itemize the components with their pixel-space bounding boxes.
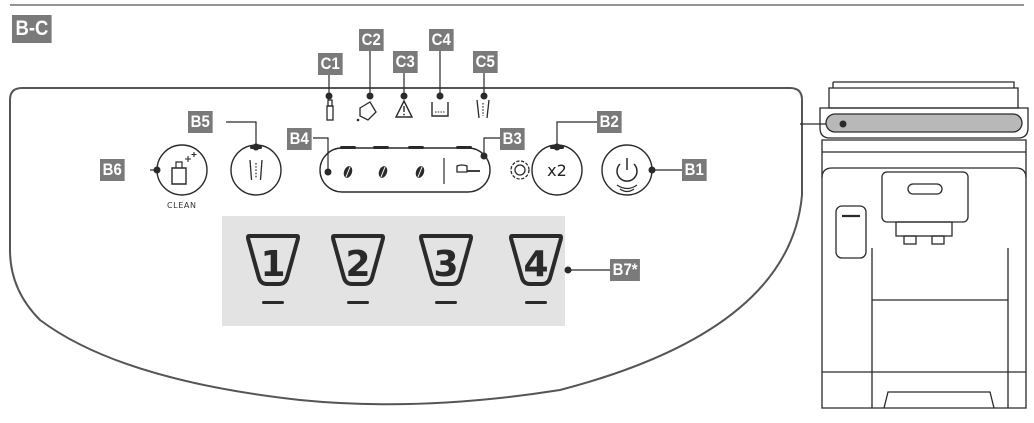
b2-dot (553, 143, 561, 151)
callout-c1: C1 (318, 53, 343, 75)
power-icon (616, 158, 638, 193)
preset-led (435, 301, 457, 304)
preset-number: 1 (260, 244, 285, 285)
preset-number: 3 (433, 244, 458, 285)
preset-number: 4 (523, 244, 548, 285)
callout-c4: C4 (429, 29, 454, 51)
b1-dot (648, 166, 656, 174)
callout-c5: C5 (473, 51, 498, 73)
preset-button-3[interactable]: 3 (419, 234, 473, 304)
preset-led (347, 301, 369, 304)
grounds-container-icon (476, 99, 490, 119)
grounds-icon (249, 159, 263, 181)
double-label: x2 (547, 161, 567, 180)
section-label: B-C (12, 15, 52, 43)
b6-dot (153, 166, 161, 174)
clean-button[interactable] (156, 144, 208, 196)
cup-icon (419, 234, 473, 286)
preset-led (525, 301, 547, 304)
callout-b2: B2 (597, 111, 622, 133)
b5-dot (252, 143, 260, 151)
callout-b7: B7* (610, 259, 641, 281)
water-tank-icon (431, 102, 449, 117)
machine-panel-dot (839, 120, 847, 128)
warning-icon (394, 99, 414, 118)
cup-icon (246, 234, 300, 286)
b4-dot (324, 168, 332, 176)
callout-b5: B5 (188, 111, 213, 133)
b3-leader (483, 137, 500, 156)
preset-button-1[interactable]: 1 (246, 234, 300, 304)
double-button[interactable]: x2 (531, 144, 583, 196)
preset-button-4[interactable]: 4 (509, 234, 563, 304)
coffee-machine-illustration (819, 81, 1029, 409)
callout-c3: C3 (393, 51, 418, 73)
callout-b1: B1 (682, 159, 707, 181)
cleaning-icon (171, 152, 197, 185)
callout-c2: C2 (359, 29, 384, 51)
preset-number: 2 (345, 244, 370, 285)
b5-leader (226, 121, 257, 147)
b2-leader (556, 121, 597, 147)
cup-icon (509, 234, 563, 286)
b7-dot (564, 266, 572, 274)
callout-b4: B4 (287, 128, 312, 150)
callout-dots-c (325, 92, 488, 100)
control-panel-outline (9, 87, 803, 406)
grounds-button[interactable] (230, 144, 282, 196)
callout-b6: B6 (100, 159, 125, 181)
power-button[interactable] (601, 144, 653, 196)
b3-dot (480, 152, 488, 160)
strength-selector[interactable] (319, 146, 491, 193)
milk-tube-icon (326, 99, 334, 121)
preset-button-2[interactable]: 2 (331, 234, 385, 304)
pre-ground-coffee-icon (456, 164, 480, 173)
cup-icon (331, 234, 385, 286)
settings-icon (510, 160, 530, 180)
preset-led (262, 301, 284, 304)
coffee-bean-icon (343, 166, 425, 178)
preset-group: 1 2 3 4 (246, 234, 563, 304)
descale-icon (356, 101, 377, 122)
clean-label: CLEAN (167, 201, 197, 210)
b4-leader (313, 137, 329, 172)
callout-b3: B3 (500, 128, 525, 150)
